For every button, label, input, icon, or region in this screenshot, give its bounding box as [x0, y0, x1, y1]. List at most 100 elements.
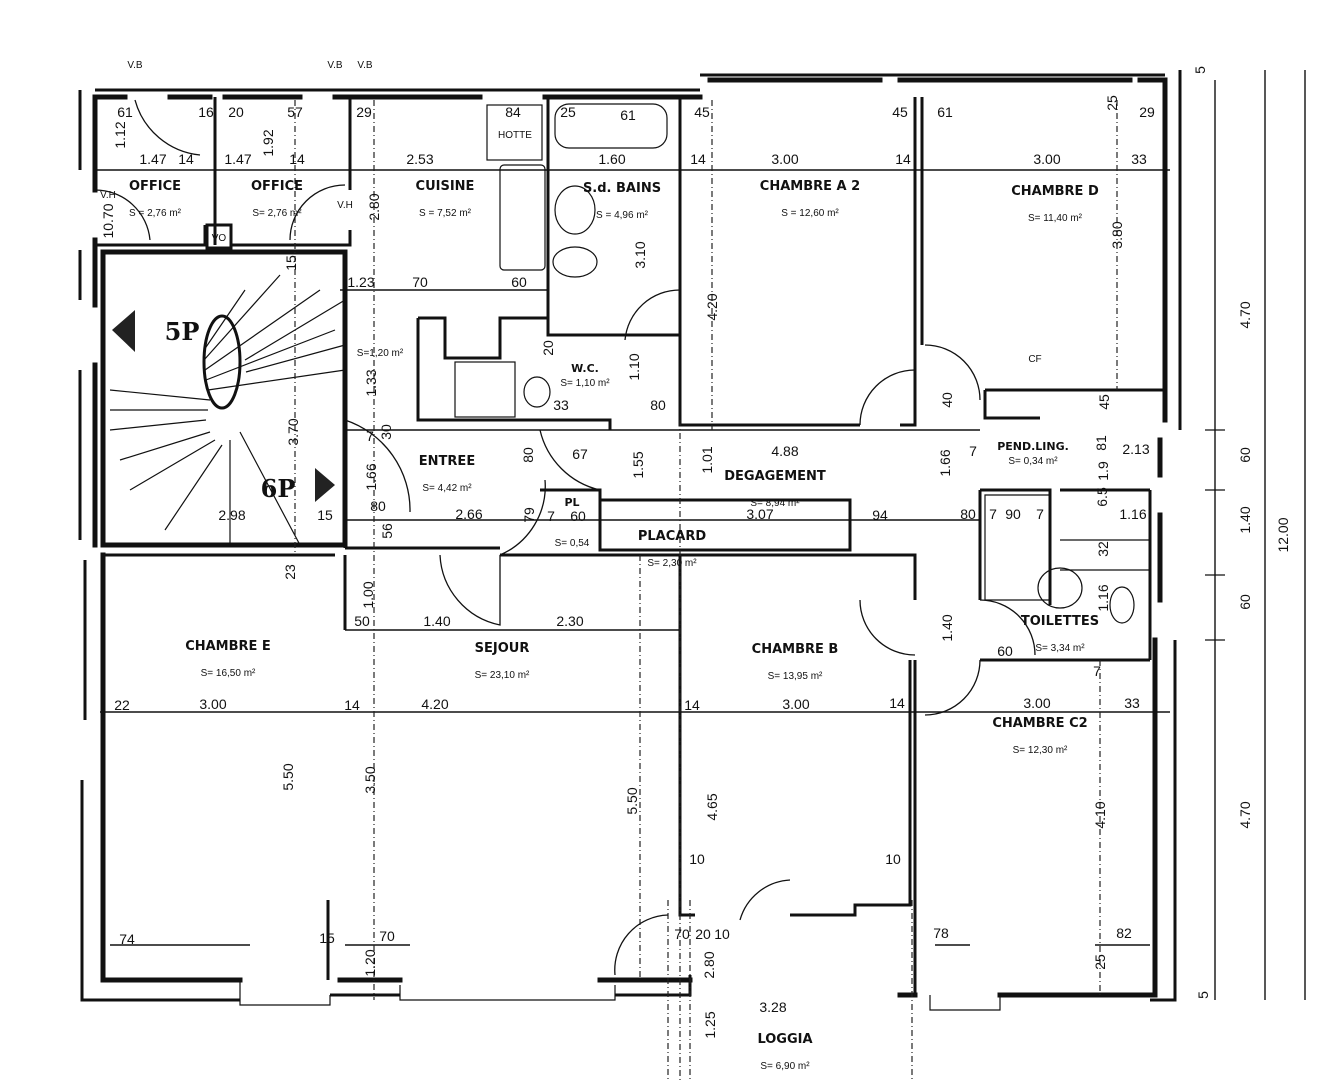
- dimension-label: 3.50: [362, 766, 378, 793]
- dimension-label: 12.00: [1275, 517, 1291, 552]
- dimension-label: 3.07: [746, 506, 773, 522]
- room-name-office-2: OFFICE: [251, 179, 303, 194]
- dimension-label: 7: [1093, 663, 1101, 679]
- doors: [94, 99, 1036, 976]
- dimension-label: 45: [694, 104, 710, 120]
- stair-label-6p: 6P: [261, 474, 296, 503]
- dimension-label: 82: [1116, 925, 1132, 941]
- dimension-label: 61: [620, 107, 636, 123]
- room-area-salle-de-bains: S = 4,96 m²: [596, 210, 649, 221]
- dimension-label: 81: [1093, 435, 1109, 451]
- room-name-cuisine: CUISINE: [416, 179, 475, 194]
- dimension-label: 2.30: [556, 613, 583, 629]
- dimension-label: 14: [289, 151, 305, 167]
- dimension-label: 57: [287, 104, 303, 120]
- dimension-label: 15: [283, 255, 299, 271]
- room-name-entree: ENTREE: [419, 454, 475, 469]
- dimension-label: 60: [1237, 447, 1253, 463]
- room-name-office-1: OFFICE: [129, 179, 181, 194]
- dimension-label: 10.70: [100, 203, 116, 238]
- dimension-label: 70: [412, 274, 428, 290]
- dimension-label: 1.01: [699, 446, 715, 473]
- room-name-chambre-e: CHAMBRE E: [185, 639, 271, 654]
- dimension-label: 14: [178, 151, 194, 167]
- dimension-label: 16: [198, 104, 214, 120]
- dimension-label: 56: [379, 523, 395, 539]
- dimension-label: 7: [969, 443, 977, 459]
- dimension-label: 1.66: [363, 463, 379, 490]
- dimension-label: 4.20: [421, 696, 448, 712]
- room-name-toilettes: TOILETTES: [1021, 614, 1099, 629]
- dimension-label: 1.47: [224, 151, 251, 167]
- dimension-label: 2.53: [406, 151, 433, 167]
- hotte-box: [486, 104, 543, 161]
- arrow-right-icon: [315, 468, 335, 502]
- room-area-pend-ling: S= 0,34 m²: [1008, 456, 1058, 467]
- vb-label: V.B: [327, 60, 343, 71]
- dimension-label: 79: [521, 507, 537, 523]
- dimension-label: 1.00: [360, 581, 376, 608]
- dimension-label: 1.40: [939, 614, 955, 641]
- dimension-label: 45: [892, 104, 908, 120]
- dimension-label: 25: [560, 104, 576, 120]
- dimension-label: 33: [1124, 695, 1140, 711]
- dimension-label: 78: [933, 925, 949, 941]
- dimension-label: 1.47: [139, 151, 166, 167]
- room-name-salle-de-bains: S.d. BAINS: [583, 181, 661, 196]
- dimension-label: 1.33: [363, 369, 379, 396]
- dimension-label: 15: [317, 507, 333, 523]
- dimension-label: 1.55: [630, 451, 646, 478]
- outer-walls: [78, 70, 1182, 1011]
- dimension-label: 3.00: [782, 696, 809, 712]
- dimension-label: 3.00: [1033, 151, 1060, 167]
- toilet-bowl: [1109, 586, 1135, 624]
- room-name-chambre-b: CHAMBRE B: [752, 642, 839, 657]
- room-area-degagement: S= 8,94 m²: [750, 498, 800, 509]
- dimension-label: 45: [1096, 394, 1112, 410]
- dimension-label: 3.00: [199, 696, 226, 712]
- dimension-lines: [95, 70, 1306, 1080]
- dimension-label: 80: [650, 397, 666, 413]
- dimension-label: 10: [689, 851, 705, 867]
- dimension-label: 7: [366, 428, 374, 444]
- dimension-label: 5.50: [624, 787, 640, 814]
- dimension-label: 4.70: [1237, 301, 1253, 328]
- dimension-label: 1.20: [362, 949, 378, 976]
- dimension-label: 5: [1195, 991, 1211, 999]
- dimension-label: 80: [520, 447, 536, 463]
- dimension-label: 5: [1192, 66, 1208, 74]
- kitchen-counter: [499, 164, 546, 271]
- dimension-label: 15: [319, 930, 335, 946]
- room-area-toilettes: S= 3,34 m²: [1035, 643, 1085, 654]
- dimension-label: 3.70: [285, 418, 301, 445]
- vh-label: V.H: [100, 190, 116, 201]
- dimension-label: 3.10: [632, 241, 648, 268]
- dimension-label: 2.13: [1122, 441, 1149, 457]
- room-area-loggia: S= 6,90 m²: [760, 1061, 810, 1072]
- dimension-label: 32: [1095, 541, 1111, 557]
- dimension-label: 3.00: [1023, 695, 1050, 711]
- dimension-label: 2.80: [366, 193, 382, 220]
- room-area-sas: S=1,20 m²: [357, 348, 404, 359]
- dimension-label: 1.16: [1095, 584, 1111, 611]
- dimension-label: 20: [228, 104, 244, 120]
- room-area-chambre-b: S= 13,95 m²: [768, 671, 823, 682]
- dimension-label: 14: [895, 151, 911, 167]
- room-area-chambre-a2: S = 12,60 m²: [781, 208, 839, 219]
- dimension-label: 20: [540, 340, 556, 356]
- dimension-label: 5.50: [280, 763, 296, 790]
- room-area-cuisine: S = 7,52 m²: [419, 208, 472, 219]
- room-name-chambre-c2: CHAMBRE C2: [992, 716, 1087, 731]
- dimension-label: 80: [960, 506, 976, 522]
- bidet: [552, 246, 598, 278]
- dimension-label: 4.20: [704, 293, 720, 320]
- dimension-label: 25: [1092, 954, 1108, 970]
- dimension-label: 80: [370, 498, 386, 514]
- vb-label: V.B: [127, 60, 143, 71]
- dimension-label: 1.60: [598, 151, 625, 167]
- room-name-chambre-d: CHAMBRE D: [1011, 184, 1099, 199]
- vo-label: VO: [212, 233, 227, 244]
- dimension-label: 30: [378, 424, 394, 440]
- dimension-label: 6.5: [1094, 487, 1110, 507]
